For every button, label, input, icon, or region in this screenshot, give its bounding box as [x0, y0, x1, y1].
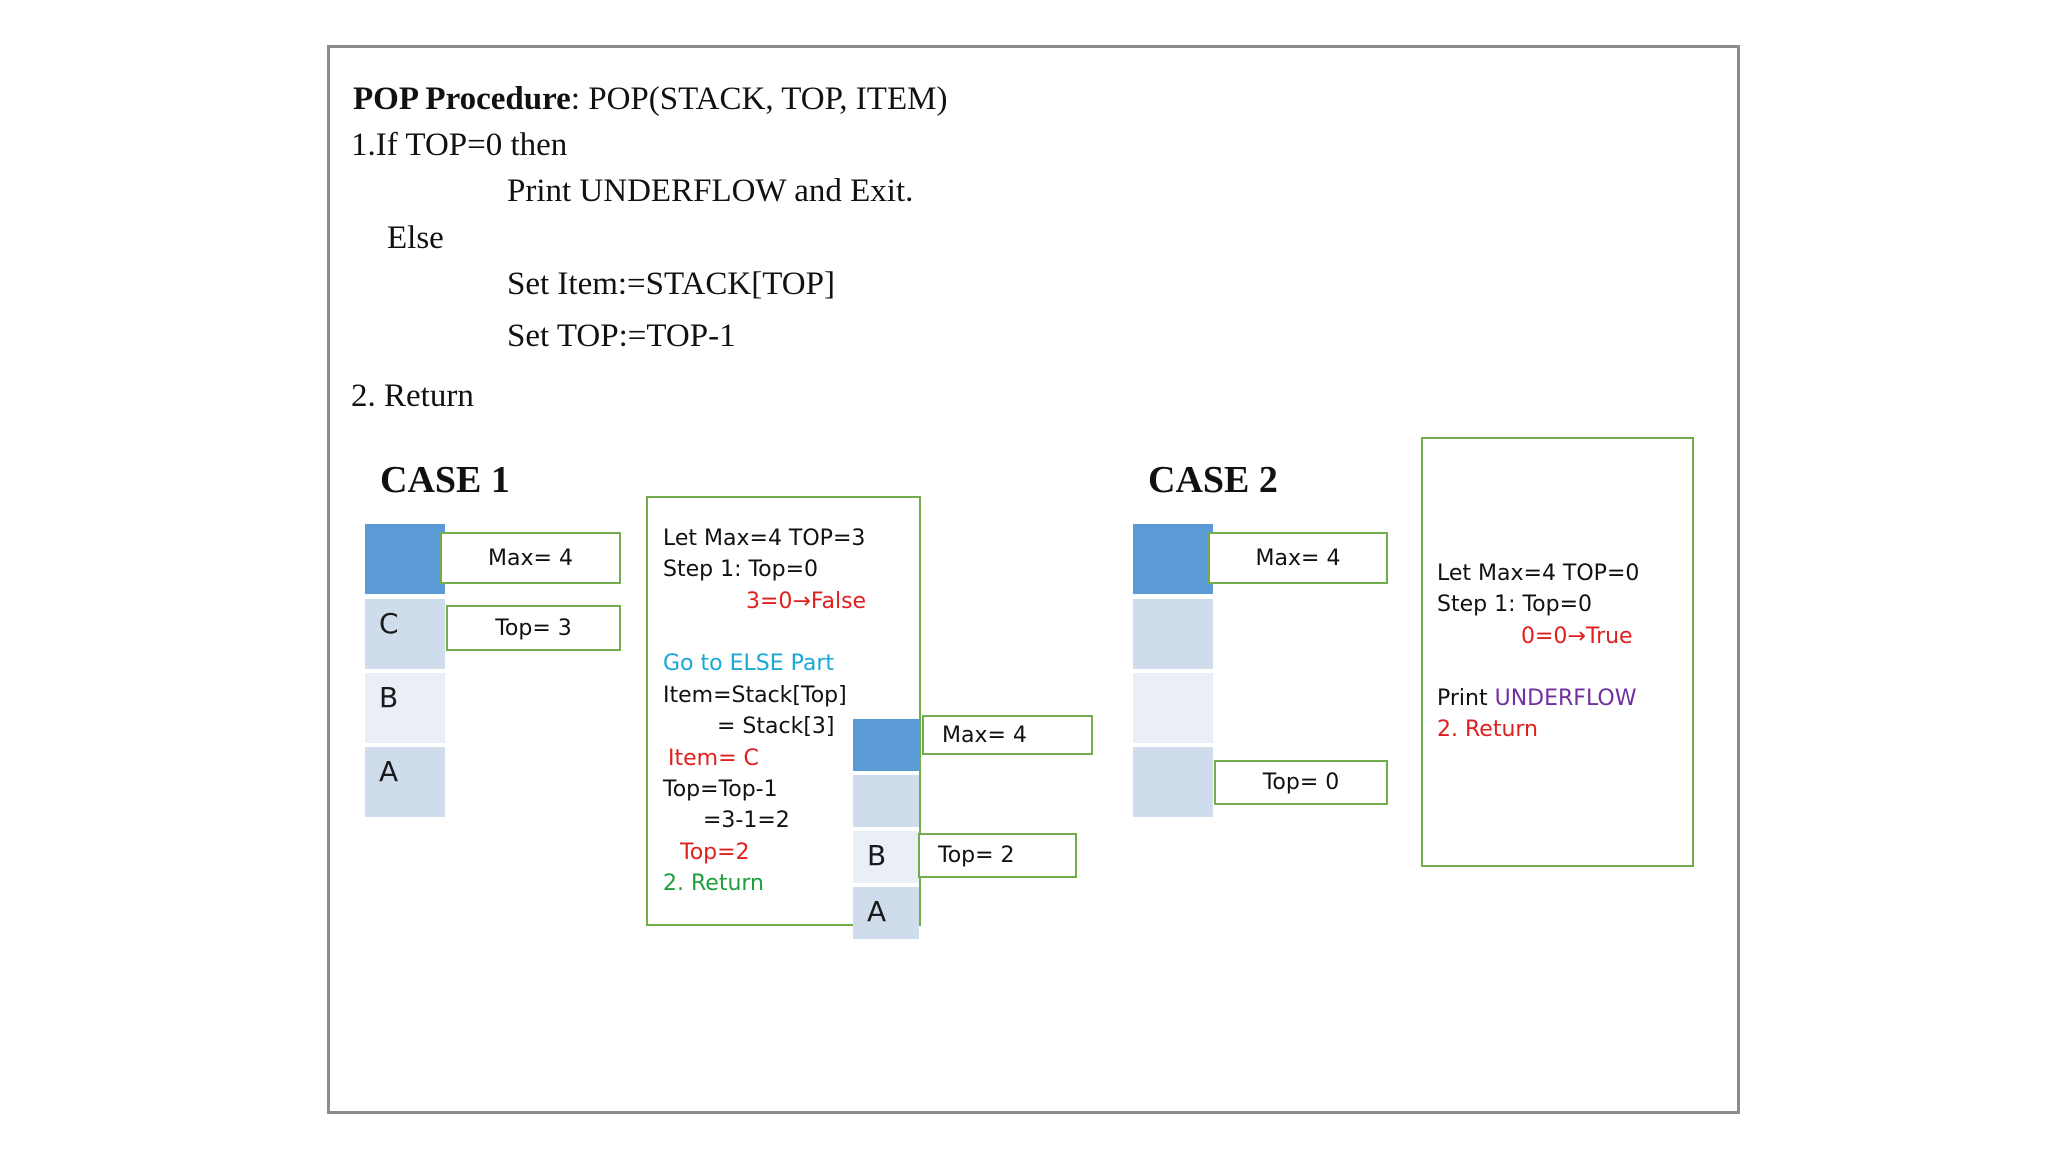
case2-trace-panel: [1421, 437, 1694, 867]
case2-trace-line-3: 0=0→True: [1521, 624, 1633, 649]
case1-trace-line-7: Item= C: [668, 746, 759, 771]
case1-trace-line-2: Step 1: Top=0: [663, 557, 819, 582]
case1-result-stack-cell-3: [853, 775, 919, 827]
case1-trace-line-4: Go to ELSE Part: [663, 651, 835, 676]
case1-result-value-a: A: [867, 895, 887, 928]
procedure-title-bold: POP Procedure: [353, 81, 571, 117]
case1-title: CASE 1: [380, 459, 510, 501]
case1-trace-line-1: Let Max=4 TOP=3: [663, 526, 866, 551]
case1-result-max-label: Max= 4: [922, 715, 1093, 755]
case1-trace-line-11: 2. Return: [663, 871, 764, 896]
procedure-title: POP Procedure: POP(STACK, TOP, ITEM): [353, 81, 947, 117]
procedure-line-1: 1.If TOP=0 then: [351, 127, 568, 163]
underflow-word: UNDERFLOW: [1494, 686, 1637, 711]
case1-trace-line-9: =3-1=2: [703, 808, 790, 833]
case2-trace-line-1: Let Max=4 TOP=0: [1437, 561, 1640, 586]
case1-result-stack-cell-2: B: [853, 831, 919, 883]
case1-stack-cell-1: A: [365, 747, 445, 817]
case1-result-stack-cell-4: [853, 719, 919, 771]
case1-result-stack-cell-1: A: [853, 887, 919, 939]
case1-trace-line-6: = Stack[3]: [717, 714, 835, 739]
case2-trace-line-2: Step 1: Top=0: [1437, 592, 1593, 617]
case1-trace-line-8: Top=Top-1: [663, 777, 778, 802]
case1-stack-cell-2: B: [365, 673, 445, 743]
case1-result-top-label: Top= 2: [918, 833, 1077, 878]
case1-top-label: Top= 3: [446, 605, 621, 651]
case2-trace-line-4: Print UNDERFLOW: [1437, 686, 1637, 711]
slide-frame: [327, 45, 1740, 1114]
case1-result-value-b: B: [867, 839, 887, 872]
case1-trace-line-10: Top=2: [680, 840, 750, 865]
case2-max-label: Max= 4: [1208, 532, 1388, 584]
case1-max-label: Max= 4: [440, 532, 621, 584]
case2-stack-cell-1: [1133, 747, 1213, 817]
case2-stack-cell-3: [1133, 599, 1213, 669]
procedure-line-2: Print UNDERFLOW and Exit.: [507, 173, 914, 209]
case1-trace-line-5: Item=Stack[Top]: [663, 683, 847, 708]
case2-top-label: Top= 0: [1214, 760, 1388, 805]
case1-stack-value-b: B: [379, 681, 399, 714]
case1-stack-cell-4: [365, 524, 445, 594]
case1-trace-line-3: 3=0→False: [746, 589, 867, 614]
procedure-signature: : POP(STACK, TOP, ITEM): [570, 81, 948, 117]
case1-stack-value-a: A: [379, 755, 399, 788]
procedure-line-4: Set Item:=STACK[TOP]: [507, 266, 835, 302]
case1-stack-value-c: C: [379, 607, 399, 640]
case2-title: CASE 2: [1148, 459, 1278, 501]
case1-stack-cell-3: C: [365, 599, 445, 669]
case2-stack-cell-4: [1133, 524, 1213, 594]
procedure-line-6: 2. Return: [351, 378, 474, 414]
procedure-line-5: Set TOP:=TOP-1: [507, 318, 736, 354]
case2-stack-cell-2: [1133, 673, 1213, 743]
procedure-line-3: Else: [387, 220, 444, 256]
case2-trace-line-5: 2. Return: [1437, 717, 1538, 742]
